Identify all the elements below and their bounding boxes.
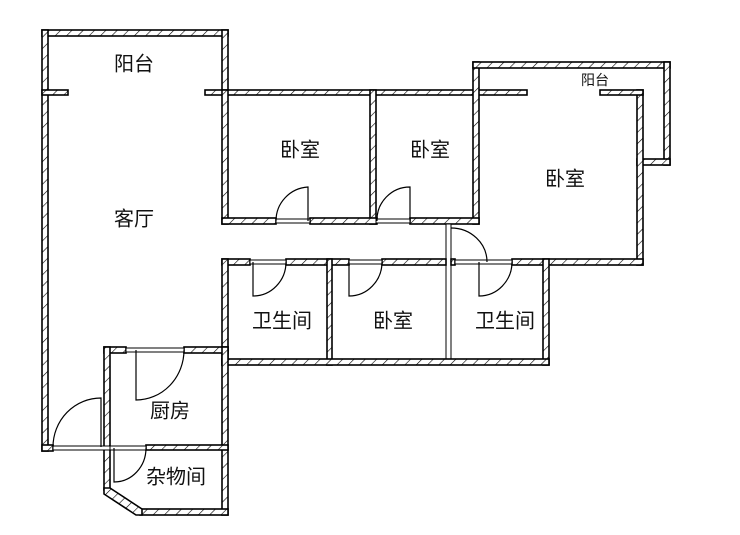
- label-bathroom-1: 卫生间: [252, 309, 312, 333]
- door-bathroom-1: [252, 261, 287, 297]
- label-living-room: 客厅: [114, 207, 154, 231]
- label-balcony-main: 阳台: [114, 52, 154, 76]
- walls: [41, 29, 671, 516]
- door-kitchen: [135, 349, 185, 401]
- label-bedroom-1: 卧室: [280, 138, 320, 162]
- label-balcony-master: 阳台: [581, 73, 609, 89]
- label-bedroom-3: 卧室: [373, 309, 413, 333]
- door-entrance: [52, 397, 102, 448]
- door-bedroom-3: [348, 261, 383, 297]
- door-storage: [113, 447, 147, 483]
- door-bathroom-2: [478, 261, 513, 297]
- door-bedroom-2: [376, 186, 411, 222]
- label-master-bedroom: 卧室: [545, 167, 585, 191]
- doors: [52, 186, 513, 483]
- label-bathroom-2: 卫生间: [475, 309, 535, 333]
- label-storage: 杂物间: [146, 465, 206, 489]
- door-bedroom-1: [275, 186, 309, 222]
- label-kitchen: 厨房: [150, 399, 190, 423]
- door-master-bedroom: [450, 227, 488, 263]
- room-labels: 阳台 客厅 卧室 卧室 卧室 阳台 卫生间 卧室 卫生间 厨房 杂物间: [114, 52, 609, 489]
- label-bedroom-2: 卧室: [410, 138, 450, 162]
